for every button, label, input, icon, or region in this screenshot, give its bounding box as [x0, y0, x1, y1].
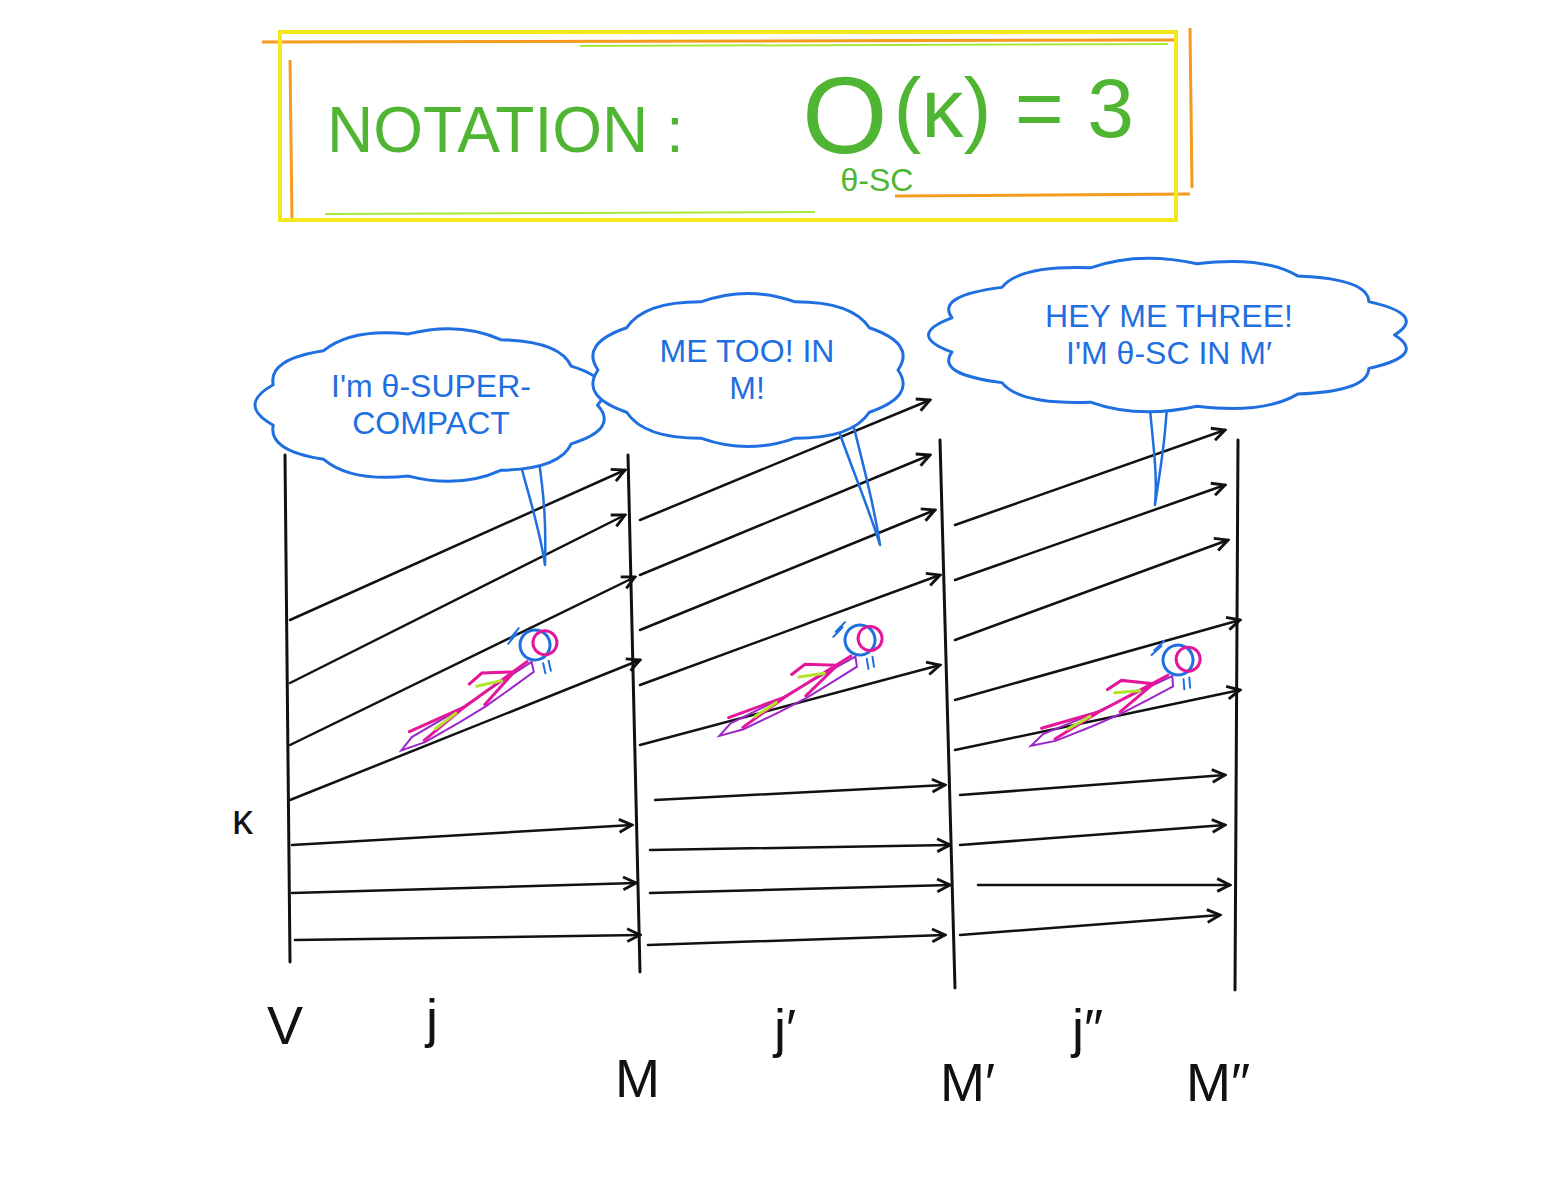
notation-underline — [325, 44, 1168, 214]
cardinal-label: κ — [232, 799, 253, 841]
ordinal-arrow — [955, 540, 1228, 640]
ordinal-arrow — [955, 430, 1225, 525]
ordinal-arrow — [978, 884, 1230, 887]
ordinal-arrow — [290, 470, 625, 620]
ordinal-arrow — [650, 845, 950, 850]
notation-heading: NOTATION : — [327, 98, 684, 162]
model-line — [940, 440, 955, 988]
speech-bubble-shape — [255, 329, 604, 482]
model-label: V — [267, 998, 303, 1052]
ordinal-arrow — [290, 660, 640, 800]
stick-figure — [1013, 633, 1211, 748]
model-line — [1235, 440, 1238, 990]
speech-bubble-shape — [929, 258, 1407, 412]
bubble-tail — [518, 455, 545, 565]
model-label: M′ — [940, 1055, 995, 1109]
notation-value: (κ) = 3 — [894, 66, 1134, 150]
speech-text: HEY ME THREE! I'M θ-SC IN M′ — [1029, 298, 1309, 372]
ordinal-arrow — [648, 935, 945, 945]
stick-figure — [375, 616, 573, 752]
ordinal-arrow — [640, 665, 940, 745]
ordinal-arrow — [960, 825, 1225, 845]
speech-text: I'm θ-SUPER- COMPACT — [331, 368, 531, 442]
embedding-label: j′ — [774, 1001, 796, 1055]
ordinal-arrow — [960, 775, 1225, 795]
ordinal-arrow — [955, 690, 1240, 750]
ordinal-arrow — [640, 510, 935, 630]
ordinal-arrow — [955, 620, 1240, 700]
model-lines — [285, 440, 1238, 990]
ordinal-arrow — [650, 885, 950, 893]
speech-bubble: ME TOO! IN M! — [579, 287, 917, 453]
notation-box: NOTATION : Oθ-SC (κ) = 3 — [278, 30, 1178, 222]
ordinal-arrow — [655, 785, 945, 800]
ordinal-arrow — [292, 883, 636, 893]
bubble-text-block: ME TOO! IN M! — [657, 333, 837, 407]
model-label: M″ — [1186, 1055, 1250, 1109]
speech-bubble: HEY ME THREE! I'M θ-SC IN M′ — [919, 252, 1421, 418]
model-label: M — [615, 1051, 660, 1105]
ordinal-arrow — [960, 915, 1220, 935]
bubble-text-block: HEY ME THREE! I'M θ-SC IN M′ — [1029, 298, 1309, 372]
ordinal-arrow — [295, 935, 640, 940]
notation-subscript: θ-SC — [841, 164, 914, 196]
ordinal-arrow — [640, 575, 940, 685]
stick-figure — [697, 612, 895, 738]
embedding-label: j — [426, 991, 438, 1045]
embedding-label: j″ — [1072, 1001, 1103, 1055]
model-line — [628, 455, 640, 972]
ordinal-arrow — [640, 455, 930, 575]
notation-outline — [262, 28, 1192, 222]
ordinal-arrow — [290, 515, 625, 683]
speech-bubble: I'm θ-SUPER- COMPACT — [246, 322, 618, 488]
bubble-text-block: I'm θ-SUPER- COMPACT — [331, 368, 531, 442]
speech-bubble-shape — [593, 293, 903, 446]
notation-symbol: O — [802, 60, 888, 170]
ordinal-arrow — [955, 485, 1225, 580]
ordinal-arrow — [290, 577, 635, 745]
ordinal-arrow — [292, 825, 632, 845]
model-line — [285, 455, 290, 962]
speech-text: ME TOO! IN M! — [657, 333, 837, 407]
